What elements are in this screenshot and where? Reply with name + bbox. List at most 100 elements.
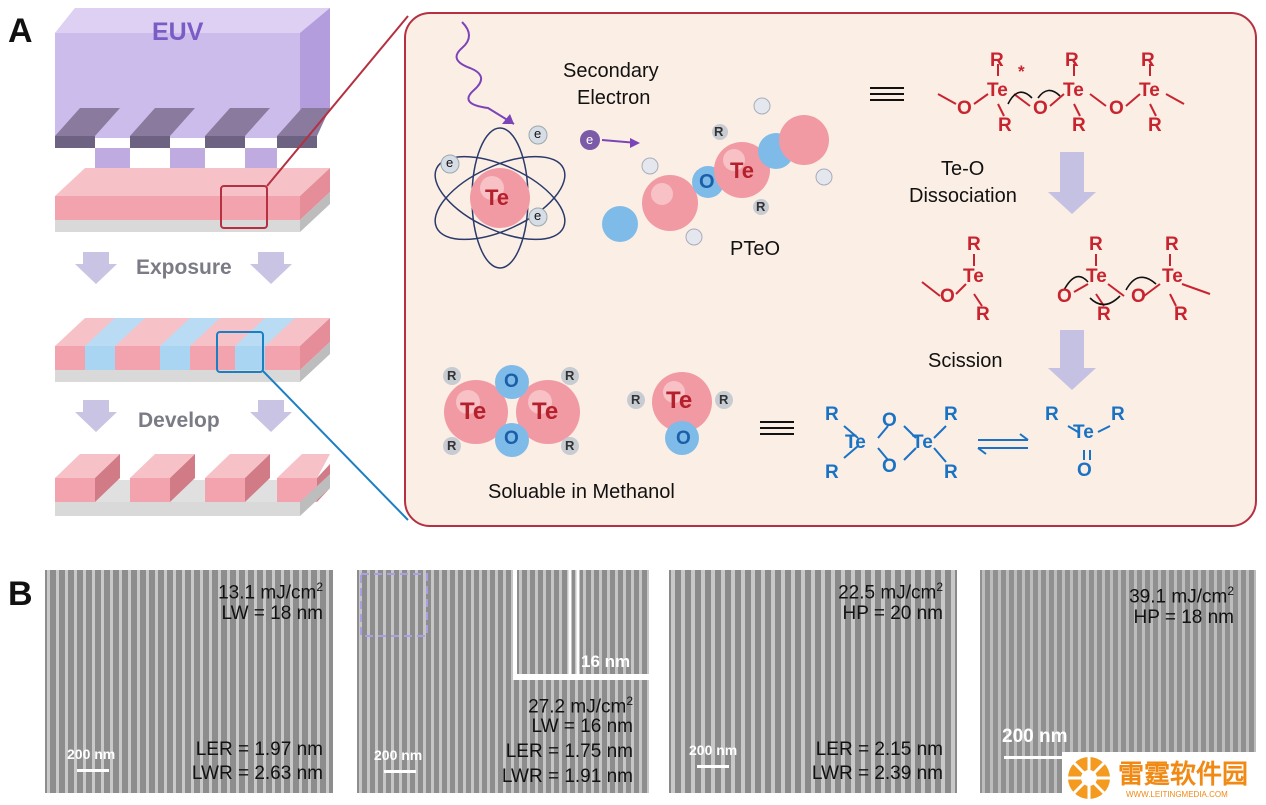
frag-o-1: O bbox=[940, 286, 955, 307]
monomer-cluster-r-2: R bbox=[719, 392, 729, 407]
sem3-scale-label: 200 nm bbox=[689, 742, 738, 758]
watermark-url: WWW.LEITINGMEDIA.COM bbox=[1126, 790, 1228, 799]
pteo-molecule bbox=[602, 97, 833, 246]
sem-lines-2 bbox=[357, 570, 649, 793]
atom-te-label: Te bbox=[485, 185, 510, 210]
pteo-r-label-1: R bbox=[714, 124, 724, 139]
sem1-scale-label: 200 nm bbox=[67, 746, 116, 762]
sem1-ler: LER = 1.97 nm bbox=[195, 739, 323, 760]
panel-b-letter: B bbox=[8, 575, 33, 613]
dimer-o-1: O bbox=[882, 410, 897, 431]
sem2-dose: 27.2 mJ/cm2 bbox=[528, 694, 633, 718]
monomer-cluster-te: Te bbox=[666, 387, 693, 414]
sem2-lwr: LWR = 1.91 nm bbox=[501, 766, 633, 787]
develop-label: Develop bbox=[138, 409, 220, 432]
soluble-label: Soluable in Methanol bbox=[488, 481, 675, 503]
panel-a-letter: A bbox=[8, 12, 33, 50]
chain-r-4: R bbox=[998, 115, 1012, 136]
sem-image-1: 13.1 mJ/cm2 LW = 18 nm LER = 1.97 nm LWR… bbox=[45, 570, 333, 793]
sem1-lwr: LWR = 2.63 nm bbox=[191, 763, 323, 784]
chain-r-1: R bbox=[990, 50, 1004, 71]
sem3-ler: LER = 2.15 nm bbox=[815, 739, 943, 760]
cluster-r-2: R bbox=[447, 438, 457, 453]
chain-te-3: Te bbox=[1139, 80, 1160, 101]
mask-bars bbox=[55, 108, 330, 148]
electron-label-1: e bbox=[534, 126, 542, 141]
radical-fragments bbox=[921, 254, 1211, 307]
dimer-r-3: R bbox=[944, 404, 958, 425]
pteo-r-label-2: R bbox=[756, 199, 766, 214]
chain-radical-mark: * bbox=[1018, 62, 1025, 81]
pteo-label: PTeO bbox=[730, 238, 781, 260]
frag-r-3: R bbox=[1089, 234, 1103, 255]
sem2-inset-label: 16 nm bbox=[581, 652, 631, 671]
frag-o-2: O bbox=[1057, 286, 1072, 307]
sem4-dose: 39.1 mJ/cm2 bbox=[1129, 584, 1234, 608]
monomer-cluster-o: O bbox=[676, 428, 691, 449]
monomer-cluster-r-1: R bbox=[631, 392, 641, 407]
pteo-te-label: Te bbox=[730, 158, 755, 183]
monomer-r-1: R bbox=[1045, 404, 1059, 425]
mechanism-diagram bbox=[434, 21, 1211, 463]
sem1-scale-bar bbox=[77, 769, 109, 772]
frag-r-2: R bbox=[976, 304, 990, 325]
chain-r-3: R bbox=[1141, 50, 1155, 71]
zoom-lines bbox=[261, 15, 409, 521]
chain-r-2: R bbox=[1065, 50, 1079, 71]
equivalence-signs bbox=[760, 87, 904, 435]
pteo-o-label: O bbox=[699, 171, 715, 193]
monomer-o: O bbox=[1077, 460, 1092, 481]
dimer-o-2: O bbox=[882, 456, 897, 477]
cluster-o-1: O bbox=[504, 371, 519, 392]
reaction-arrows bbox=[1048, 152, 1096, 390]
process-schematic bbox=[55, 8, 330, 516]
sem-image-3: 22.5 mJ/cm2 HP = 20 nm LER = 2.15 nm LWR… bbox=[669, 570, 957, 793]
sem3-scale-bar bbox=[697, 765, 729, 768]
cluster-r-3: R bbox=[565, 368, 575, 383]
sem2-ler: LER = 1.75 nm bbox=[505, 741, 633, 762]
dimer-te-2: Te bbox=[912, 432, 933, 453]
dimer-te-1: Te bbox=[845, 432, 866, 453]
scission-label: Scission bbox=[928, 350, 1003, 372]
atom-model bbox=[434, 125, 640, 269]
cluster-te-2: Te bbox=[532, 398, 559, 425]
dissociation-label-1: Te-O bbox=[941, 158, 985, 180]
monomer-te: Te bbox=[1073, 422, 1094, 443]
sem1-size: LW = 18 nm bbox=[221, 603, 323, 624]
dimer-r-1: R bbox=[825, 404, 839, 425]
sem3-size: HP = 20 nm bbox=[842, 603, 943, 624]
dimer-r-2: R bbox=[825, 462, 839, 483]
sem4-size: HP = 18 nm bbox=[1133, 607, 1234, 628]
monomer-r-2: R bbox=[1111, 404, 1125, 425]
sem3-dose: 22.5 mJ/cm2 bbox=[838, 580, 943, 604]
sem2-scale-bar bbox=[384, 770, 416, 773]
electron-label-2: e bbox=[446, 155, 454, 170]
chain-o-2: O bbox=[1033, 98, 1048, 119]
cluster-r-4: R bbox=[565, 438, 575, 453]
chain-te-2: Te bbox=[1063, 80, 1084, 101]
frag-o-3: O bbox=[1131, 286, 1146, 307]
frag-r-6: R bbox=[1174, 304, 1188, 325]
chain-r-5: R bbox=[1072, 115, 1086, 136]
frag-r-4: R bbox=[1097, 304, 1111, 325]
dimer-r-4: R bbox=[944, 462, 958, 483]
cluster-te-1: Te bbox=[460, 398, 487, 425]
secondary-electron-label-2: Electron bbox=[577, 87, 651, 109]
sem-image-2: 16 nm 27.2 mJ/cm2 LW = 16 nm LER = 1.75 … bbox=[357, 570, 649, 793]
chain-r-6: R bbox=[1148, 115, 1162, 136]
sem4-scale-label: 200 nm bbox=[1002, 726, 1068, 747]
soluble-clusters bbox=[443, 365, 733, 457]
cluster-o-2: O bbox=[504, 428, 519, 449]
dimer-structure bbox=[843, 425, 1111, 463]
frag-te-3: Te bbox=[1162, 266, 1183, 287]
exposed-stripes bbox=[85, 318, 295, 346]
frag-r-1: R bbox=[967, 234, 981, 255]
watermark-title: 雷霆软件园 bbox=[1118, 760, 1249, 790]
sem2-scale-label: 200 nm bbox=[374, 747, 423, 763]
electron-label-3: e bbox=[534, 208, 542, 223]
equilibrium-arrows bbox=[977, 433, 1029, 455]
polymer-chain bbox=[937, 64, 1185, 117]
chain-te-1: Te bbox=[987, 80, 1008, 101]
frag-r-5: R bbox=[1165, 234, 1179, 255]
sem2-size: LW = 16 nm bbox=[531, 716, 633, 737]
